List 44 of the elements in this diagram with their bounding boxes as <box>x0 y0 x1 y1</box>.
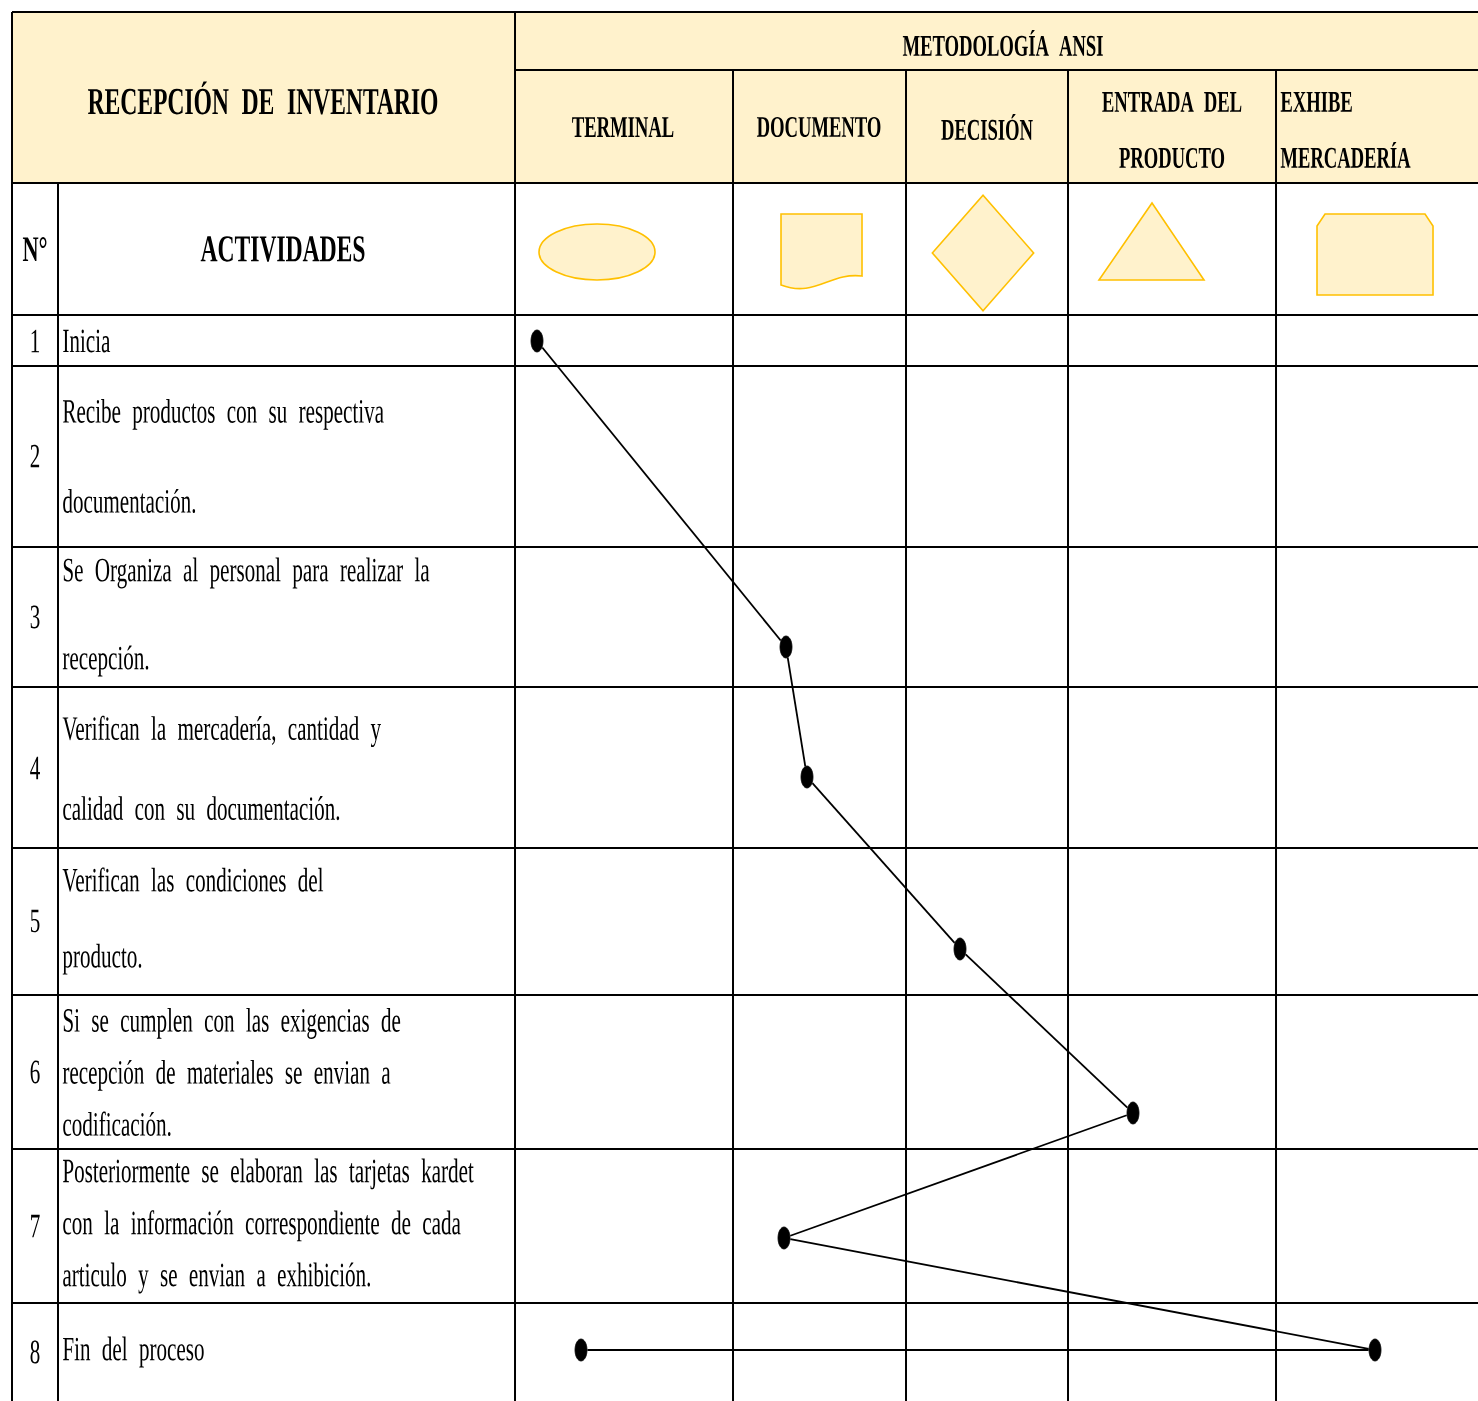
row-number: 6 <box>30 1060 40 1084</box>
activity-text: Inicia <box>63 329 111 353</box>
connector-line <box>811 782 956 944</box>
column-header: DECISIÓN <box>941 114 1033 140</box>
terminal-symbol <box>538 223 656 281</box>
column-header: ENTRADA DEL PRODUCTO <box>1102 91 1242 169</box>
row-number: 4 <box>30 756 40 780</box>
column-header: ACTIVIDADES <box>200 236 365 262</box>
process-dot <box>777 1226 791 1250</box>
connector-line <box>786 657 807 767</box>
process-dot <box>1126 1101 1140 1125</box>
connector-line <box>964 953 1129 1109</box>
activity-text: Se Organiza al personal para realizar la recepción. <box>62 557 430 677</box>
connector-line <box>789 1238 1370 1350</box>
activity-text: Posteriormente se elaboran las tarjetas kardet con la información correspondiente de cada articulo y se envian a exhibición. <box>63 1158 474 1294</box>
connector-line <box>586 1349 1370 1351</box>
process-dot <box>530 329 544 353</box>
column-header: EXHIBE MERCADERÍA <box>1280 92 1411 168</box>
activity-text: Recibe productos con su respectiva documentación. <box>63 398 384 513</box>
title: RECEPCIÓN DE INVENTARIO <box>88 81 438 115</box>
row-number: 5 <box>30 909 40 933</box>
display-symbol <box>1316 213 1434 296</box>
connector-line <box>789 1114 1128 1237</box>
connector-line <box>541 346 782 642</box>
row-number: 3 <box>30 605 40 629</box>
row-number: 8 <box>30 1340 40 1364</box>
column-header: METODOLOGÍA ANSI <box>902 30 1103 56</box>
activity-text: Verifican las condiciones del producto. <box>62 867 324 975</box>
row-number: 1 <box>31 329 39 353</box>
activity-text: Fin del proceso <box>63 1336 204 1368</box>
process-dot <box>779 635 793 659</box>
process-dot <box>1368 1338 1382 1362</box>
decision-symbol <box>931 194 1035 312</box>
column-header: DOCUMENTO <box>757 116 881 138</box>
process-dot <box>800 765 814 789</box>
process-dot <box>574 1338 588 1362</box>
row-number: 7 <box>31 1214 40 1238</box>
row-number: 2 <box>30 444 40 468</box>
document-symbol <box>780 213 863 290</box>
activity-text: Verifican la mercadería, cantidad y calidad con su documentación. <box>62 715 381 821</box>
process-dot <box>953 937 967 961</box>
activity-text: Si se cumplen con las exigencias de recepción de materiales se envian a codificación. <box>62 1007 401 1137</box>
column-header: TERMINAL <box>572 117 674 137</box>
column-header: N° <box>22 237 47 261</box>
